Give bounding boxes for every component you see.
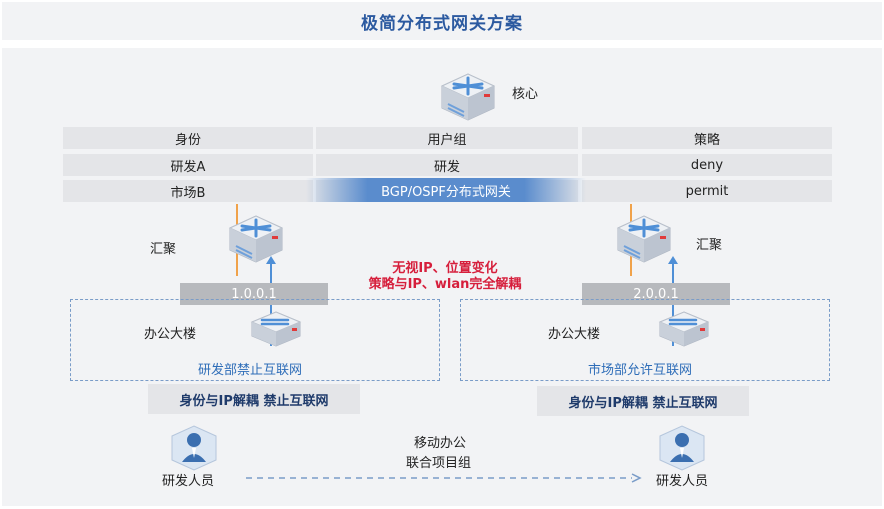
table-header-group: 用户组 — [316, 127, 578, 149]
page-title: 极简分布式网关方案 — [361, 13, 523, 34]
table-header-policy: 策略 — [582, 127, 832, 149]
table-header-identity: 身份 — [63, 127, 313, 149]
right-user-icon — [659, 425, 705, 471]
right-policy-text: 市场部允许互联网 — [588, 363, 693, 378]
core-label: 核心 — [512, 87, 539, 102]
right-aggregation-switch-icon — [616, 214, 672, 264]
right-aggregation-label: 汇聚 — [696, 238, 723, 253]
left-user-icon — [171, 425, 217, 471]
left-aggregation-label: 汇聚 — [150, 242, 177, 257]
core-switch-icon — [440, 72, 496, 122]
diagram-canvas — [2, 48, 882, 506]
right-access-switch-icon — [658, 310, 710, 348]
mobile-office-label: 移动办公 — [414, 436, 467, 451]
joint-project-label: 联合项目组 — [406, 456, 472, 471]
table-cell: 市场B — [63, 180, 313, 202]
highlight-line1: 无视IP、位置变化 — [392, 261, 498, 276]
left-user-label: 研发人员 — [162, 474, 215, 489]
right-user-label: 研发人员 — [656, 474, 709, 489]
left-access-switch-icon — [250, 310, 302, 348]
right-building-area — [460, 299, 830, 381]
gateway-banner: BGP/OSPF分布式网关 — [306, 178, 586, 202]
table-cell: deny — [582, 154, 832, 176]
left-building-label: 办公大楼 — [144, 327, 197, 342]
table-cell: 研发 — [316, 154, 578, 176]
left-building-area — [70, 299, 440, 381]
roaming-arrow-icon — [246, 473, 642, 483]
table-cell: 研发A — [63, 154, 313, 176]
title-bar: 极简分布式网关方案 — [2, 2, 882, 40]
right-decoupling-note: 身份与IP解耦 禁止互联网 — [537, 386, 749, 416]
left-decoupling-note: 身份与IP解耦 禁止互联网 — [148, 384, 360, 414]
table-cell: permit — [582, 180, 832, 202]
highlight-line2: 策略与IP、wlan完全解耦 — [368, 277, 522, 292]
left-policy-text: 研发部禁止互联网 — [198, 363, 303, 378]
right-building-label: 办公大楼 — [548, 327, 601, 342]
